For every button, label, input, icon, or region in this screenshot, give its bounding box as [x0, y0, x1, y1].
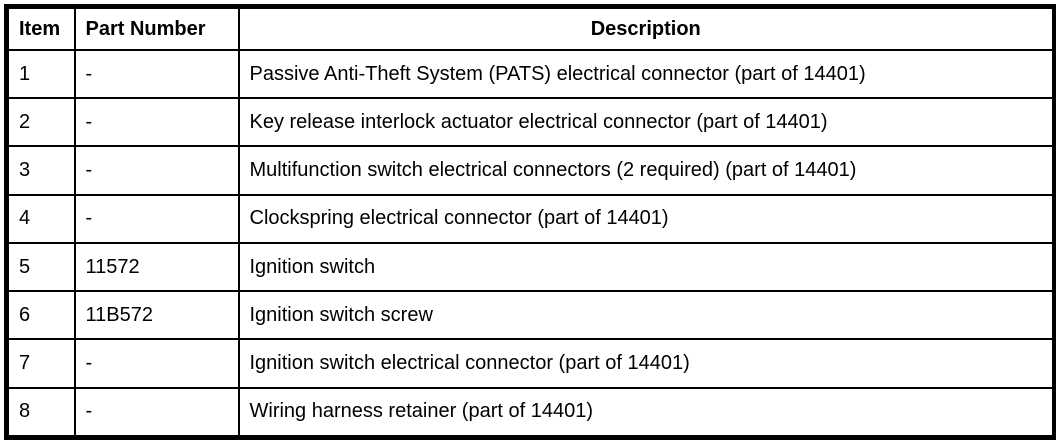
cell-part-number: 11B572: [73, 290, 240, 341]
cell-part-number: -: [73, 193, 240, 244]
cell-part-number: -: [73, 145, 240, 196]
cell-part-number: 11572: [73, 241, 240, 293]
cell-description: Key release interlock actuator electrica…: [237, 97, 1056, 148]
table-row: 4 - Clockspring electrical connector (pa…: [5, 193, 1056, 244]
header-item: Item: [5, 5, 76, 51]
cell-item: 5: [5, 241, 76, 293]
cell-item: 4: [5, 193, 76, 244]
cell-part-number: -: [73, 338, 240, 389]
table-row: 1 - Passive Anti-Theft System (PATS) ele…: [5, 48, 1056, 100]
cell-part-number: -: [73, 97, 240, 148]
cell-item: 8: [5, 386, 76, 439]
cell-item: 6: [5, 290, 76, 341]
cell-description: Wiring harness retainer (part of 14401): [237, 386, 1056, 439]
parts-table: Item Part Number Description 1 - Passive…: [4, 4, 1056, 440]
header-part-number: Part Number: [73, 5, 240, 51]
cell-item: 3: [5, 145, 76, 196]
cell-part-number: -: [73, 48, 240, 100]
table-row: 6 11B572 Ignition switch screw: [5, 290, 1056, 341]
table-row: 8 - Wiring harness retainer (part of 144…: [5, 386, 1056, 439]
table-row: 7 - Ignition switch electrical connector…: [5, 338, 1056, 389]
cell-item: 2: [5, 97, 76, 148]
cell-description: Clockspring electrical connector (part o…: [237, 193, 1056, 244]
table-row: 2 - Key release interlock actuator elect…: [5, 97, 1056, 148]
cell-description: Passive Anti-Theft System (PATS) electri…: [237, 48, 1056, 100]
header-row: Item Part Number Description: [5, 5, 1056, 51]
table-header: Item Part Number Description: [5, 5, 1056, 51]
cell-description: Multifunction switch electrical connecto…: [237, 145, 1056, 196]
table-row: 5 11572 Ignition switch: [5, 241, 1056, 293]
header-description: Description: [237, 5, 1056, 51]
table-row: 3 - Multifunction switch electrical conn…: [5, 145, 1056, 196]
cell-description: Ignition switch electrical connector (pa…: [237, 338, 1056, 389]
table-body: 1 - Passive Anti-Theft System (PATS) ele…: [5, 48, 1056, 439]
cell-description: Ignition switch: [237, 241, 1056, 293]
cell-part-number: -: [73, 386, 240, 439]
cell-description: Ignition switch screw: [237, 290, 1056, 341]
cell-item: 7: [5, 338, 76, 389]
cell-item: 1: [5, 48, 76, 100]
